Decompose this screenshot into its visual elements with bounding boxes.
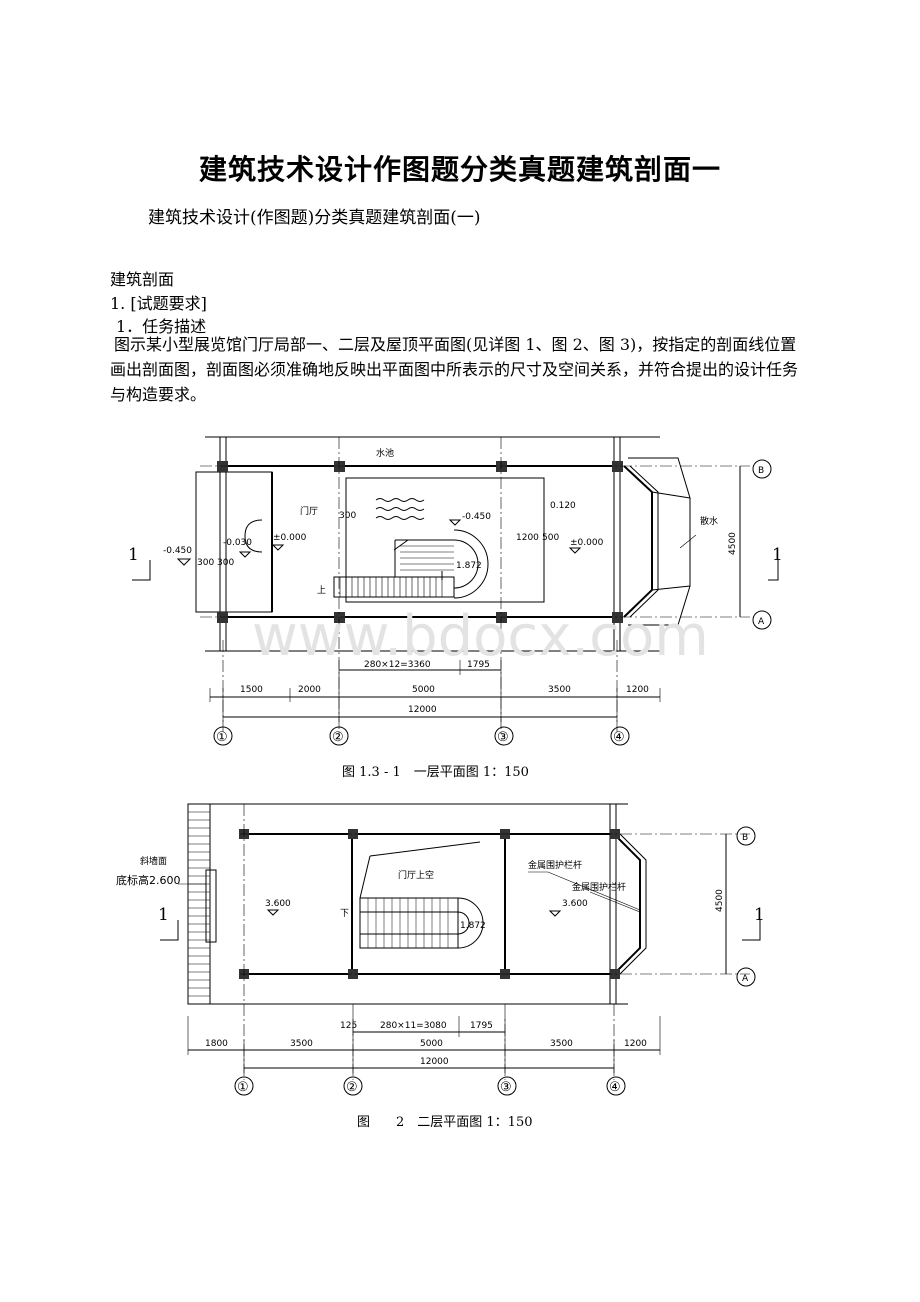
figure1-caption: 图 1.3 - 1 一层平面图 1：150 (342, 765, 529, 780)
dim-treads: 280×12=3360 (364, 660, 431, 670)
elev-2-2: 3.600 (562, 899, 588, 909)
floor-plan-1-labels: 水池 门厅 散水 上 -0.450 -0.030 ±0.000 -0.450 ±… (163, 447, 765, 715)
dim-b2: 2000 (298, 685, 321, 695)
axis-3: ③ (497, 730, 509, 745)
elev-4: -0.450 (462, 512, 491, 522)
axis2-3: ③ (500, 1080, 512, 1095)
section-mark-left: 1 (128, 545, 139, 565)
dim-b5: 1200 (626, 685, 649, 695)
elev-5: ±0.000 (570, 538, 604, 548)
down-label: 下 (340, 909, 349, 919)
ramp-title: 斜墙面 (140, 855, 167, 867)
section2-mark-right: 1 (754, 905, 765, 925)
section2-mark-left: 1 (158, 905, 169, 925)
pool-label: 水池 (376, 447, 394, 459)
axis-4: ④ (613, 730, 625, 745)
dim-500: 500 (542, 533, 559, 543)
dim-300: 300 (339, 511, 356, 521)
figure2-caption: 图 2 二层平面图 1：150 (357, 1115, 533, 1130)
dim-b3: 5000 (412, 685, 435, 695)
railing-label-2: 金属围护栏杆 (572, 881, 626, 893)
watermark: www.bdocx.com (252, 604, 709, 669)
floor-plan-2-axes: ① ② ③ ④ 1 1 图 2 二层平面图 1：150 (158, 905, 765, 1130)
dim2-b5: 1200 (624, 1039, 647, 1049)
section-mark-right: 1 (772, 545, 783, 565)
task-paragraph: 图示某小型展览馆门厅局部一、二层及屋顶平面图(见详图 1、图 2、图 3)，按指… (110, 335, 799, 404)
axis2-4: ④ (609, 1080, 621, 1095)
elev-2-1: 3.600 (265, 899, 291, 909)
dim-b4: 3500 (548, 685, 571, 695)
floor-plan-1-axes: ① ② ③ ④ 1 1 图 1.3 - 1 一层平面图 1：150 (128, 545, 783, 780)
row-b: B (758, 466, 764, 476)
row2-a: A (742, 974, 749, 984)
dim2-125: 125 (340, 1021, 357, 1031)
axis2-1: ① (237, 1080, 249, 1095)
document-subtitle: 建筑技术设计(作图题)分类真题建筑剖面(一) (148, 208, 481, 228)
hall-label: 门厅 (300, 505, 318, 517)
dim2-1795: 1795 (470, 1021, 493, 1031)
floor-plan-1 (132, 436, 779, 746)
dim-total: 12000 (408, 705, 437, 715)
elev-6: 1.872 (456, 561, 482, 571)
railing-label-1: 金属围护栏杆 (528, 859, 582, 871)
task-heading: 1．任务描述 (116, 317, 207, 336)
elev-2-3: 1.872 (460, 921, 486, 931)
section-heading: 建筑剖面 (110, 270, 175, 289)
dim2-b2: 3500 (290, 1039, 313, 1049)
elev-7: 0.120 (550, 501, 576, 511)
floor-plan-2 (160, 803, 761, 1096)
dim2-b3: 5000 (420, 1039, 443, 1049)
axis2-2: ② (346, 1080, 358, 1095)
axis-1: ① (216, 730, 228, 745)
dim-b1: 1500 (240, 685, 263, 695)
dim-300-300: 300 300 (197, 558, 234, 568)
row-a: A (758, 617, 765, 627)
dim-4500: 4500 (728, 532, 738, 555)
floor-plan-2-labels: 门厅上空 金属围护栏杆 金属围护栏杆 斜墙面 底标高2.600 下 3.600 … (116, 833, 749, 1067)
elev-2: -0.030 (223, 538, 252, 548)
dim2-b1: 1800 (205, 1039, 228, 1049)
dim2-b4: 3500 (550, 1039, 573, 1049)
water-label: 散水 (700, 515, 718, 527)
dim-1200: 1200 (516, 533, 539, 543)
up-label: 上 (317, 585, 326, 596)
void-label: 门厅上空 (398, 869, 434, 881)
dim2-treads: 280×11=3080 (380, 1021, 447, 1031)
dim2-total: 12000 (420, 1057, 449, 1067)
elev-3: ±0.000 (273, 533, 307, 543)
elev-1: -0.450 (163, 546, 192, 556)
dim-1795: 1795 (467, 660, 490, 670)
item-heading: 1. [试题要求] (110, 294, 207, 313)
ramp-elev: 底标高2.600 (116, 873, 181, 887)
dim2-4500: 4500 (715, 889, 725, 912)
document-title: 建筑技术设计作图题分类真题建筑剖面一 (198, 153, 721, 186)
axis-2: ② (332, 730, 344, 745)
row2-b: B (742, 833, 748, 843)
